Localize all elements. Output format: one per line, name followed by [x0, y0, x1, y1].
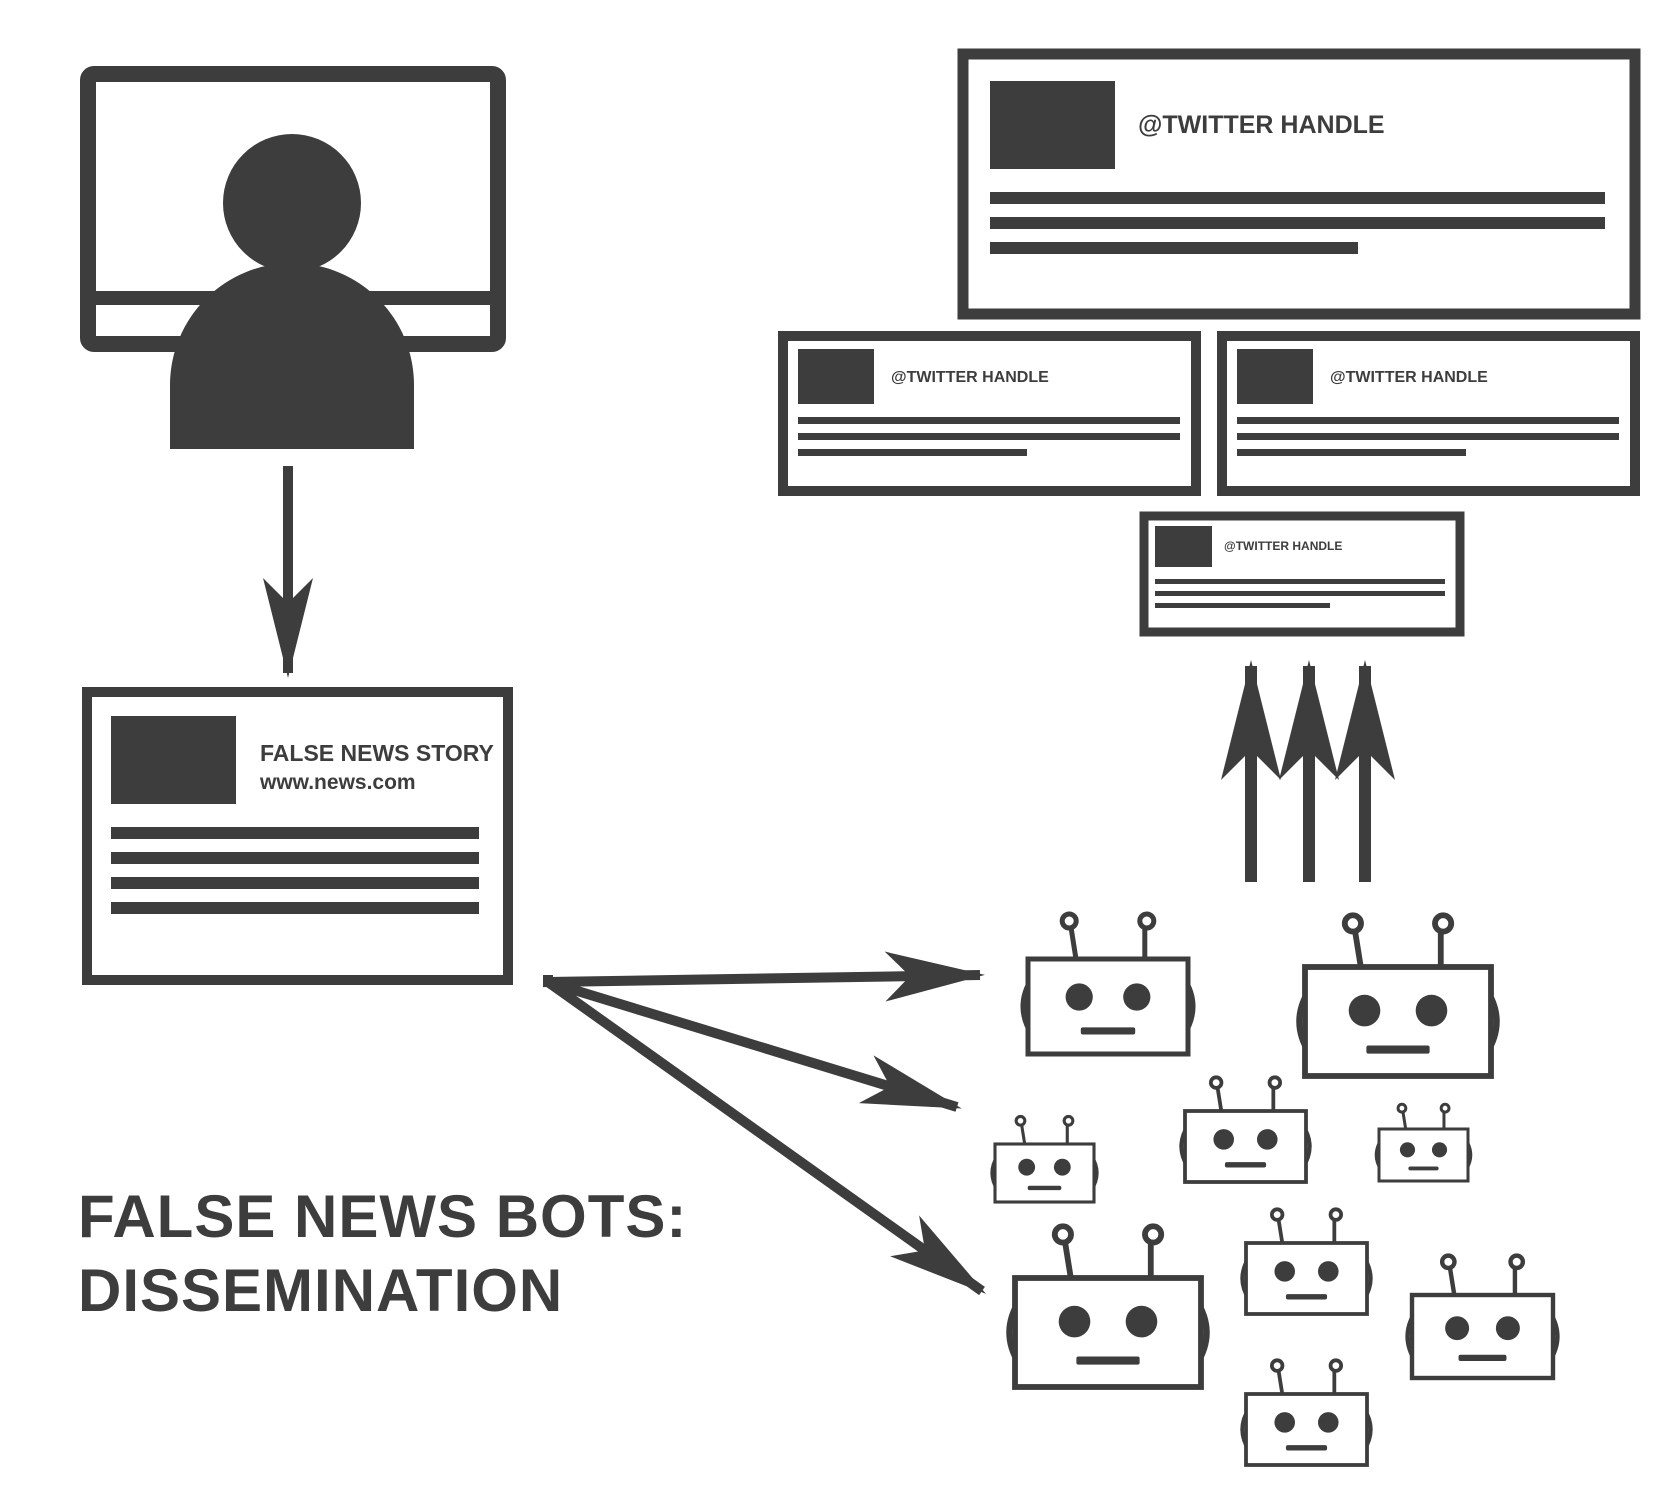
news-url: www.news.com [259, 771, 416, 794]
tweet-avatar [990, 81, 1115, 169]
dissemination-arrows [543, 951, 987, 1296]
robot-icon [1020, 911, 1196, 1057]
tweet-handle: @TWITTER HANDLE [1138, 111, 1385, 139]
title-line-2: DISSEMINATION [78, 1257, 564, 1324]
tweet-handle: @TWITTER HANDLE [891, 369, 1049, 386]
robot-icon [1006, 1223, 1210, 1390]
tweet-card-medium-right: @TWITTER HANDLE [1217, 331, 1640, 496]
news-headline: FALSE NEWS STORY [260, 740, 494, 766]
title-line-1: FALSE NEWS BOTS: [78, 1183, 688, 1250]
tweet-avatar [1237, 349, 1313, 404]
robot-icon [1240, 1358, 1373, 1467]
amplification-arrows [1221, 660, 1395, 882]
robot-icon [1374, 1102, 1473, 1183]
robot-swarm [990, 911, 1560, 1467]
news-thumbnail [111, 716, 236, 804]
tweet-handle: @TWITTER HANDLE [1224, 539, 1342, 553]
robot-icon [1296, 912, 1500, 1079]
tweet-handle: @TWITTER HANDLE [1330, 369, 1488, 386]
robot-icon [1240, 1207, 1373, 1316]
news-article-card: FALSE NEWS STORY www.news.com [82, 687, 513, 985]
tweet-card-large: @TWITTER HANDLE [957, 48, 1641, 320]
robot-icon [990, 1114, 1099, 1204]
robot-icon [1179, 1075, 1312, 1184]
robot-icon [1405, 1253, 1560, 1381]
tweet-card-medium-left: @TWITTER HANDLE [778, 331, 1201, 496]
user-at-computer-icon [80, 66, 506, 449]
tweet-avatar [798, 349, 874, 404]
diagram-title: FALSE NEWS BOTS: DISSEMINATION [78, 1180, 687, 1328]
tweet-card-small: @TWITTER HANDLE [1139, 511, 1465, 637]
tweet-avatar [1155, 526, 1212, 567]
